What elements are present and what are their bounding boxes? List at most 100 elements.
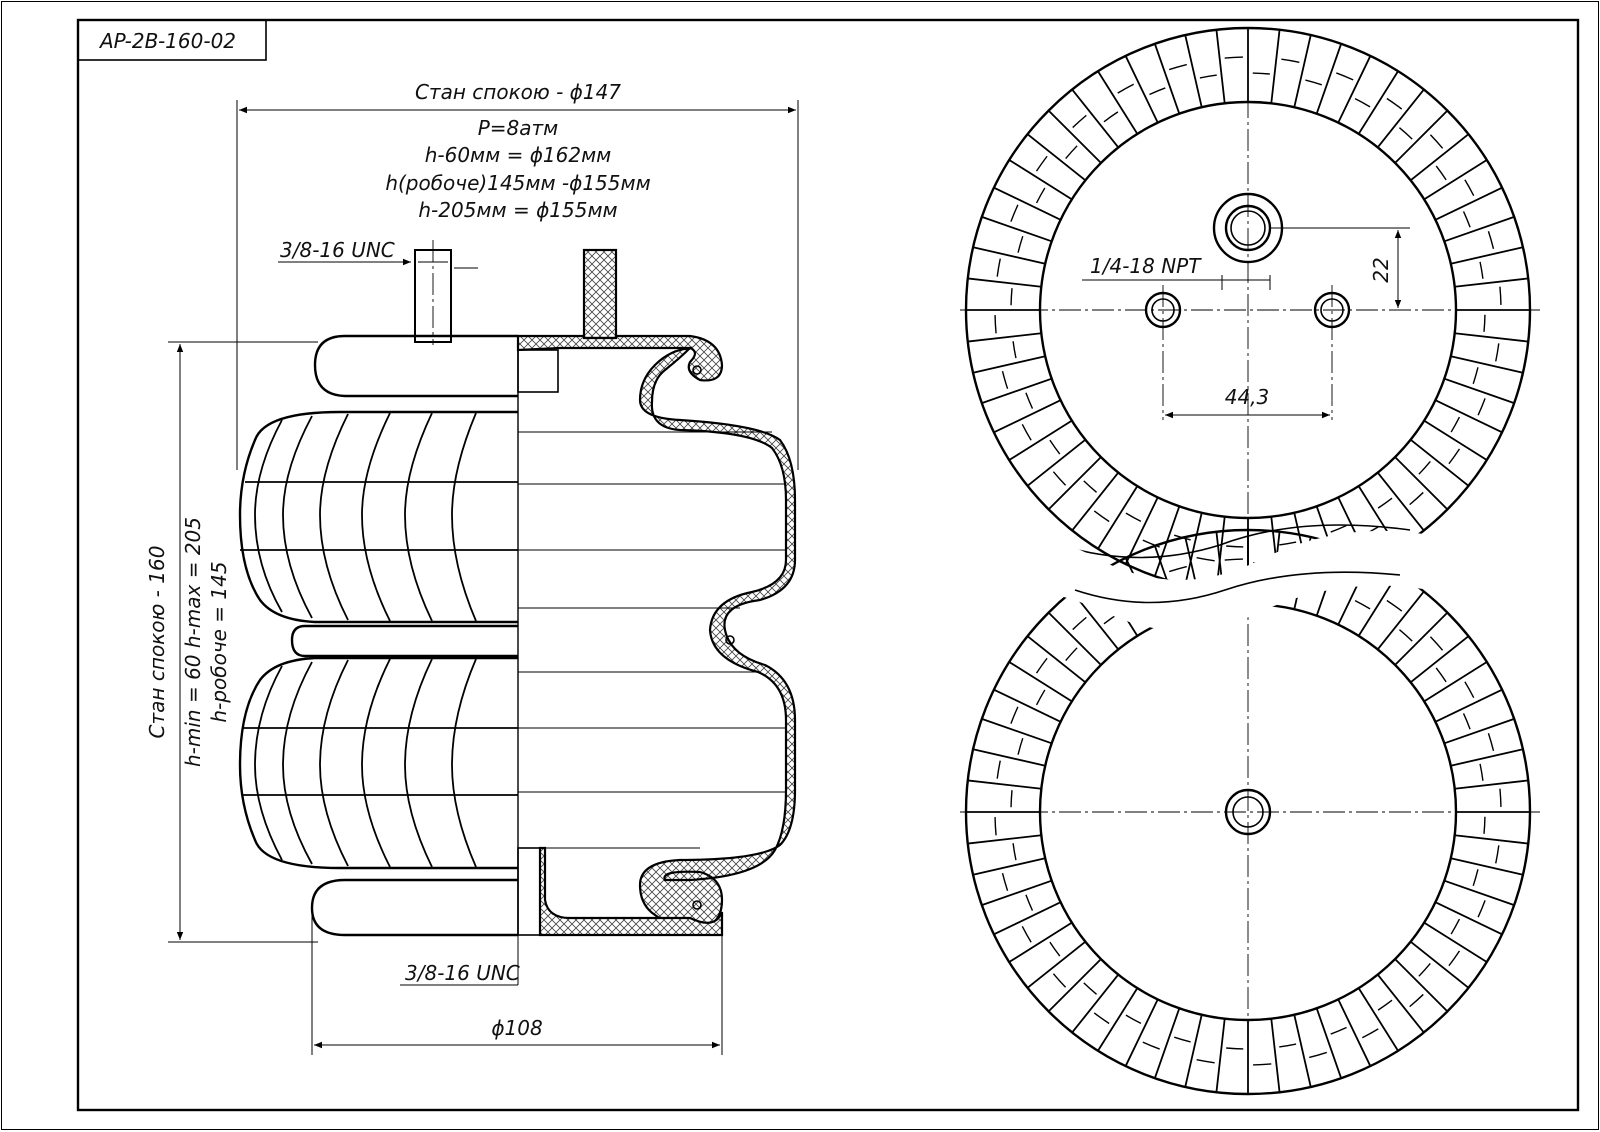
bottom-view-rib: [1008, 661, 1073, 703]
bottom-view-rib-segment: [1483, 816, 1486, 834]
bead-pin-mid: [725, 635, 735, 645]
bottom-view-rib-segment: [1398, 629, 1413, 642]
bottom-view-rib: [1357, 987, 1399, 1052]
top-view-rib: [1410, 133, 1470, 182]
top-view-rib-segment: [1336, 72, 1354, 81]
top-view-rib-segment: [1083, 480, 1098, 493]
bottom-view-rib: [1394, 958, 1449, 1013]
top-view-rib: [1184, 34, 1203, 108]
bottom-view-rib: [972, 748, 1046, 767]
bottom-view-rib-segment: [1487, 733, 1495, 751]
bottom-view-rib-segment: [1049, 941, 1061, 957]
bottom-view-rib: [1008, 921, 1073, 963]
top-view-rib: [967, 277, 1042, 288]
bottom-view-rib-segment: [1429, 636, 1444, 651]
bottom-view: [940, 528, 1540, 1096]
top-view-rib: [1270, 29, 1281, 104]
top-plate-section: [516, 334, 724, 382]
top-view-rib-segment: [1409, 491, 1424, 506]
top-view-rib: [1376, 88, 1425, 148]
bottom-view-rib: [1423, 921, 1488, 963]
top-view-rib: [1450, 355, 1524, 374]
top-view-rib: [1410, 438, 1470, 487]
top-view-rib-segment: [1499, 286, 1502, 305]
bottom-view-rib: [1423, 661, 1488, 703]
top-view-rib: [1423, 159, 1488, 201]
top-view-rib-segment: [1093, 510, 1110, 523]
bottom-view-rib-segment: [1196, 1059, 1215, 1064]
top-view-rib-segment: [1429, 134, 1444, 149]
bottom-stud-inner: [1232, 796, 1264, 828]
bottom-view-rib: [1410, 635, 1470, 684]
top-view-rib-segment: [1052, 471, 1067, 486]
bottom-view-rib: [993, 688, 1061, 723]
top-view-rib-segment: [1398, 127, 1413, 140]
bottom-view-rib: [1410, 940, 1470, 989]
top-view-rib: [1337, 55, 1372, 123]
top-view-rib: [1394, 456, 1449, 511]
waist-ring: [290, 624, 518, 658]
top-view-rib-segment: [1035, 187, 1046, 204]
bottom-view-rib-segment: [1093, 1012, 1110, 1025]
upper-bead-left: [313, 334, 518, 398]
bottom-view-rib: [1026, 635, 1086, 684]
top-view-rib: [1047, 456, 1102, 511]
top-view-rib-segment: [1435, 165, 1447, 181]
bottom-view-rib: [1047, 611, 1102, 666]
bottom-view-rib-segment: [1010, 790, 1013, 808]
top-view-rib: [972, 246, 1046, 265]
top-view-rib: [1376, 472, 1425, 532]
upper-convolution: [238, 410, 518, 624]
top-view-rib: [981, 377, 1052, 404]
top-view-rib: [1293, 34, 1312, 108]
spec-h205-label: h-205мм = ϕ155мм: [418, 198, 617, 222]
top-view-rib-segment: [1001, 371, 1009, 389]
top-view-rib-segment: [1477, 398, 1486, 416]
top-view-rib-segment: [1377, 497, 1393, 509]
bottom-view-rib-segment: [1169, 565, 1187, 573]
base-plate-section: [538, 846, 724, 937]
bead-pin-top: [692, 365, 702, 375]
bottom-view-rib-segment: [1377, 999, 1393, 1011]
top-view-rib-segment: [1025, 392, 1034, 409]
bottom-view-rib-segment: [1083, 982, 1098, 995]
bottom-diameter-label: ϕ108: [491, 1016, 542, 1040]
top-view-rib-segment: [1169, 63, 1187, 71]
bottom-view-rib: [981, 879, 1052, 906]
bottom-view-rib-segment: [1418, 962, 1431, 977]
bottom-view-rib: [1450, 857, 1524, 876]
bottom-view-rib-segment: [1012, 843, 1017, 861]
top-view-rib-segment: [1448, 448, 1461, 465]
bottom-view-rib-segment: [1309, 1051, 1327, 1059]
top-view-rib-segment: [1017, 235, 1024, 253]
bottom-view-rib-segment: [1142, 1041, 1160, 1050]
bottom-view-rib: [1270, 1018, 1281, 1093]
top-view-rib: [1026, 438, 1086, 487]
top-view-rib: [1423, 419, 1488, 461]
top-view-rib: [1444, 216, 1515, 243]
h-work-label: h-робоче = 145: [207, 561, 231, 722]
top-view-rib: [1357, 70, 1399, 135]
title-block-code: AP-2B-160-02: [98, 29, 236, 53]
title-block-box: [77, 19, 267, 61]
bottom-view-rib: [1435, 688, 1503, 723]
top-view-rib-segment: [1010, 204, 1019, 222]
bottom-view-rib-segment: [1464, 681, 1475, 699]
top-view-rib-segment: [1462, 211, 1471, 228]
bottom-view-rib-segment: [1386, 599, 1403, 612]
bottom-view-rib: [1026, 940, 1086, 989]
top-view-rib-segment: [1464, 179, 1475, 197]
upper-convolution-ribs: [240, 412, 518, 622]
bottom-view-rib-segment: [1021, 925, 1032, 943]
bottom-view-rib-segment: [1450, 918, 1461, 935]
bottom-view-rib-segment: [1253, 1063, 1272, 1066]
top-view-rib: [972, 355, 1046, 374]
top-view-rib-segment: [1483, 314, 1486, 332]
top-view-rib-segment: [1418, 460, 1431, 475]
bottom-view-rib: [1376, 590, 1425, 650]
bottom-view-rib-segment: [1226, 1047, 1244, 1050]
bottom-view-rib-segment: [1448, 950, 1461, 967]
top-view-rib: [1450, 246, 1524, 265]
bottom-view-rib-segment: [1065, 647, 1078, 662]
